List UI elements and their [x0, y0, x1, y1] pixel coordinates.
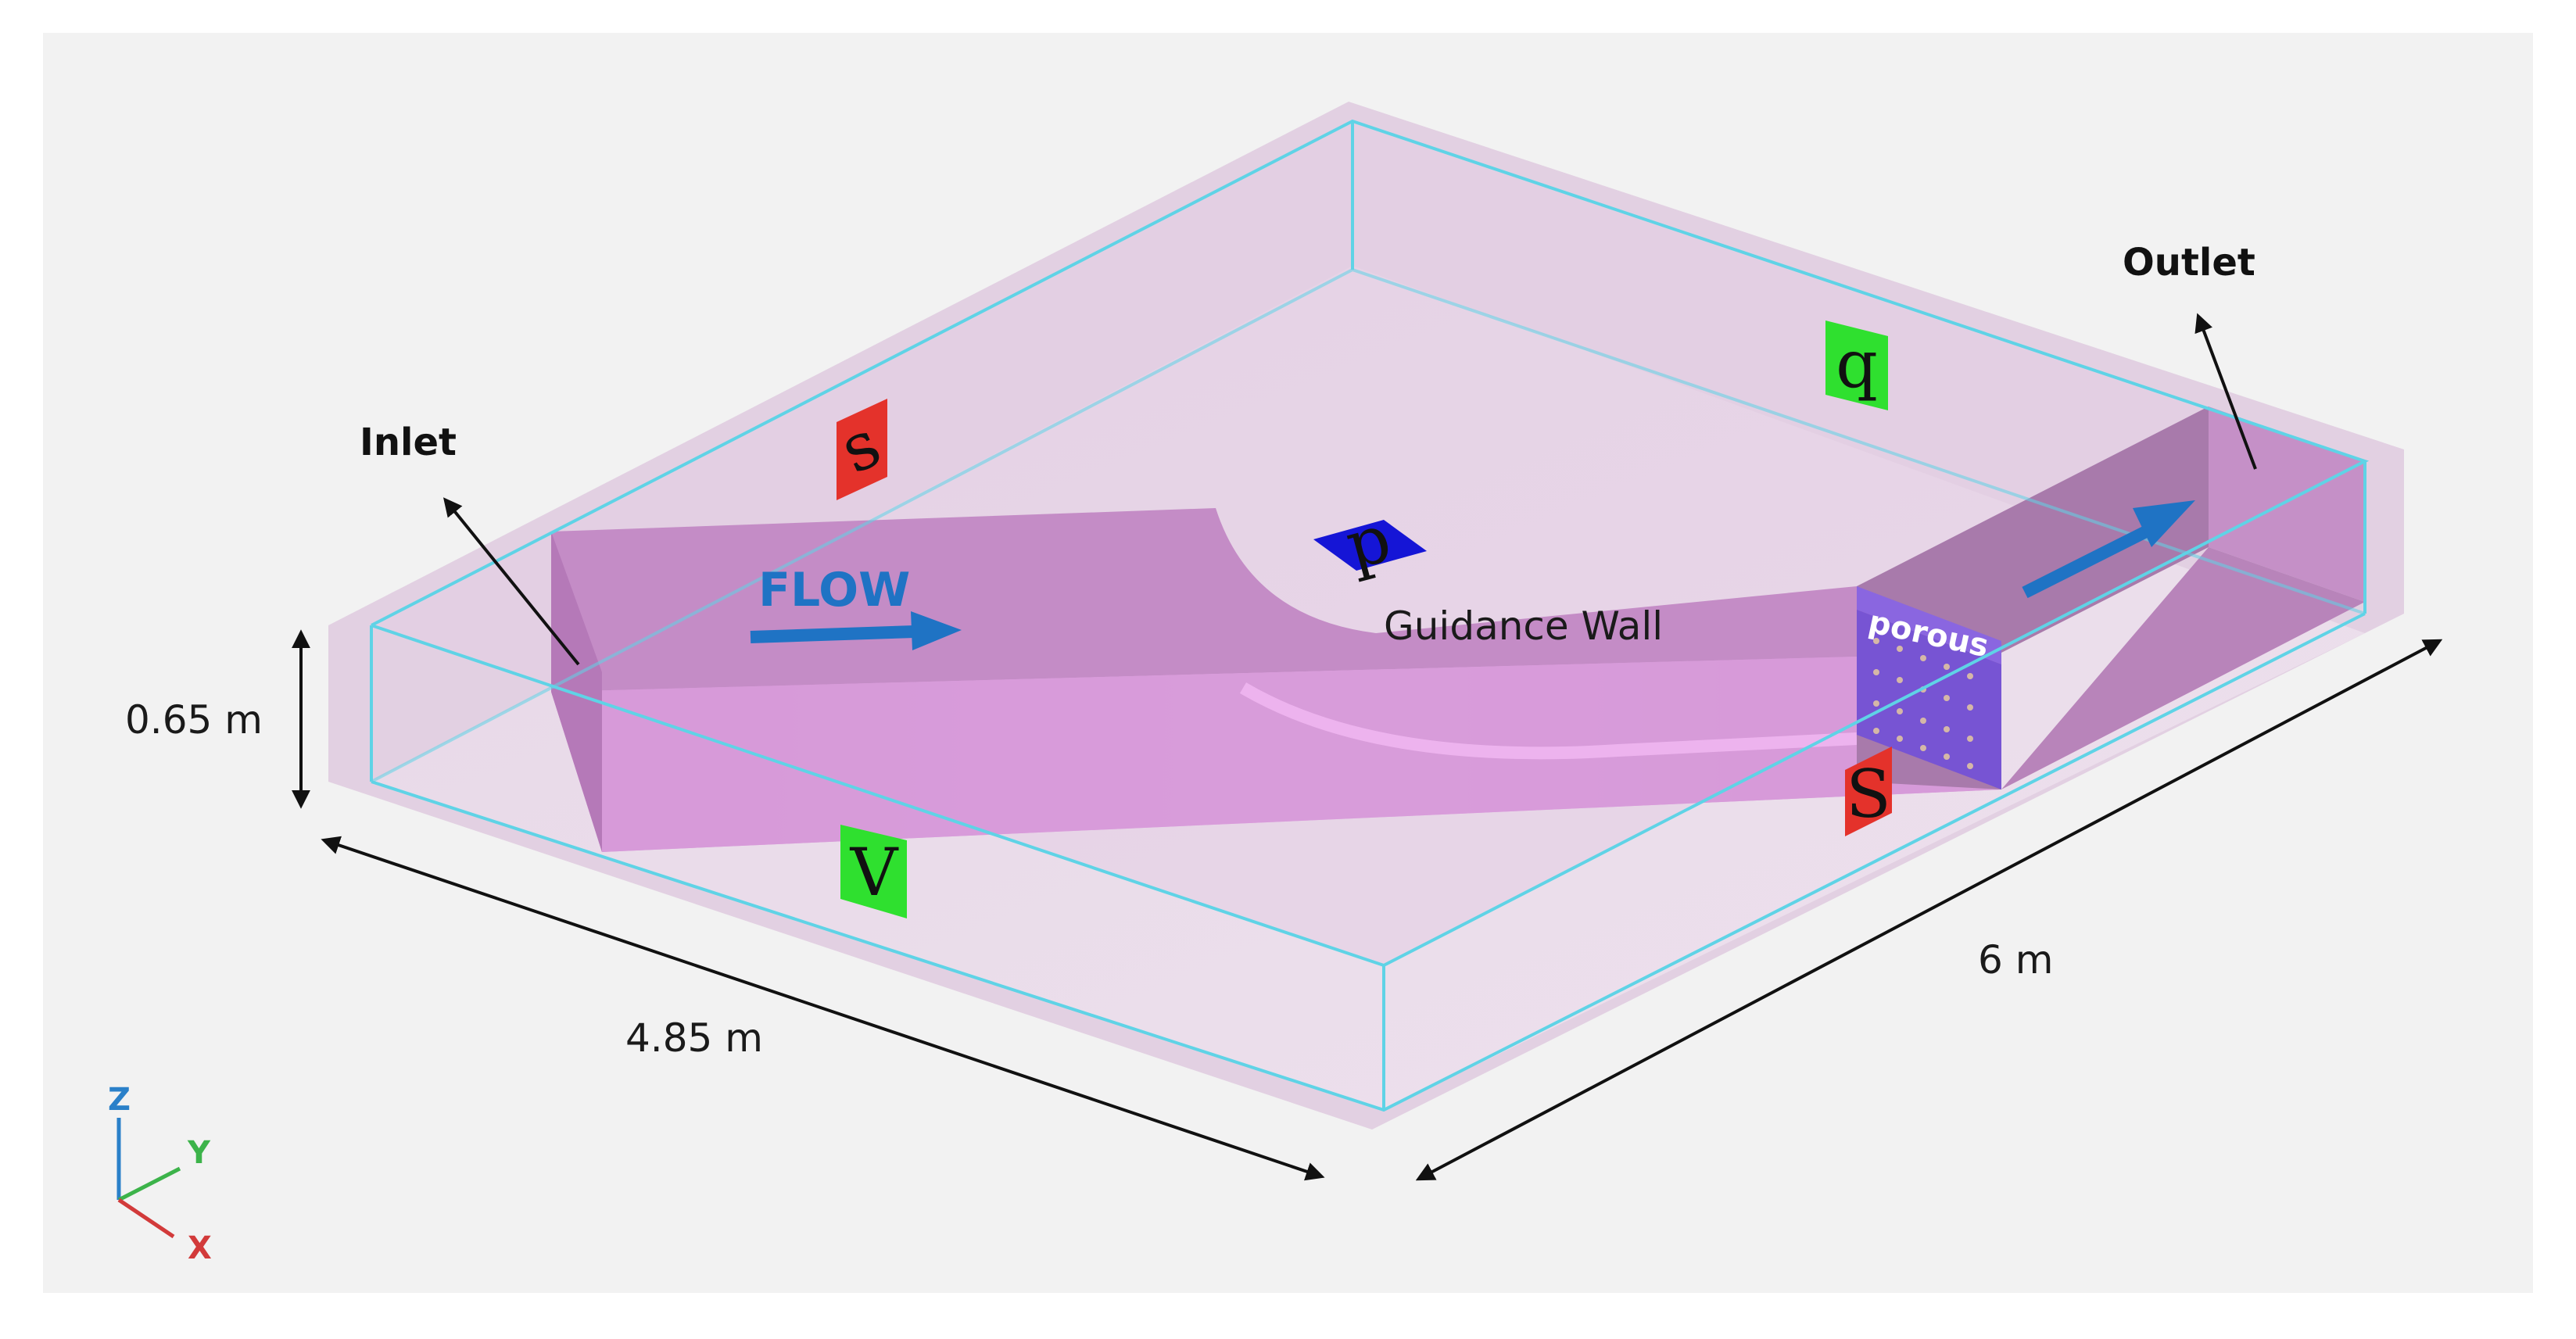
- svg-text:V: V: [850, 834, 899, 911]
- height-label: 0.65 m: [125, 697, 263, 743]
- marker-red-back: s: [829, 399, 892, 500]
- axis-y-label: Y: [187, 1135, 211, 1171]
- marker-green-front: V: [840, 825, 907, 918]
- marker-green-back: q: [1825, 320, 1888, 410]
- axis-z-label: Z: [108, 1082, 131, 1118]
- axis-x-label: X: [188, 1230, 212, 1266]
- marker-red-front: S: [1845, 746, 1892, 836]
- svg-text:S: S: [1846, 756, 1891, 832]
- outlet-pointer: [2194, 313, 2257, 470]
- flow-arrow-outlet: [2022, 500, 2195, 599]
- svg-text:q: q: [1836, 326, 1878, 403]
- outlet-label: Outlet: [2123, 241, 2255, 285]
- guidance-wall-label: Guidance Wall: [1384, 603, 1663, 649]
- length-dimension-arrow: [1415, 639, 2443, 1181]
- axis-triad: Z Y X: [108, 1082, 212, 1266]
- outlet-right-wall: [2209, 406, 2365, 602]
- inlet-label: Inlet: [360, 421, 457, 464]
- length-label: 6 m: [1978, 937, 2053, 983]
- inlet-pointer: [442, 497, 580, 666]
- width-dimension-arrow: [321, 836, 1325, 1181]
- inlet-wall: [551, 532, 602, 852]
- flow-label: FLOW: [758, 563, 910, 618]
- flow-arrow-inlet: [750, 611, 962, 650]
- width-label: 4.85 m: [625, 1015, 763, 1061]
